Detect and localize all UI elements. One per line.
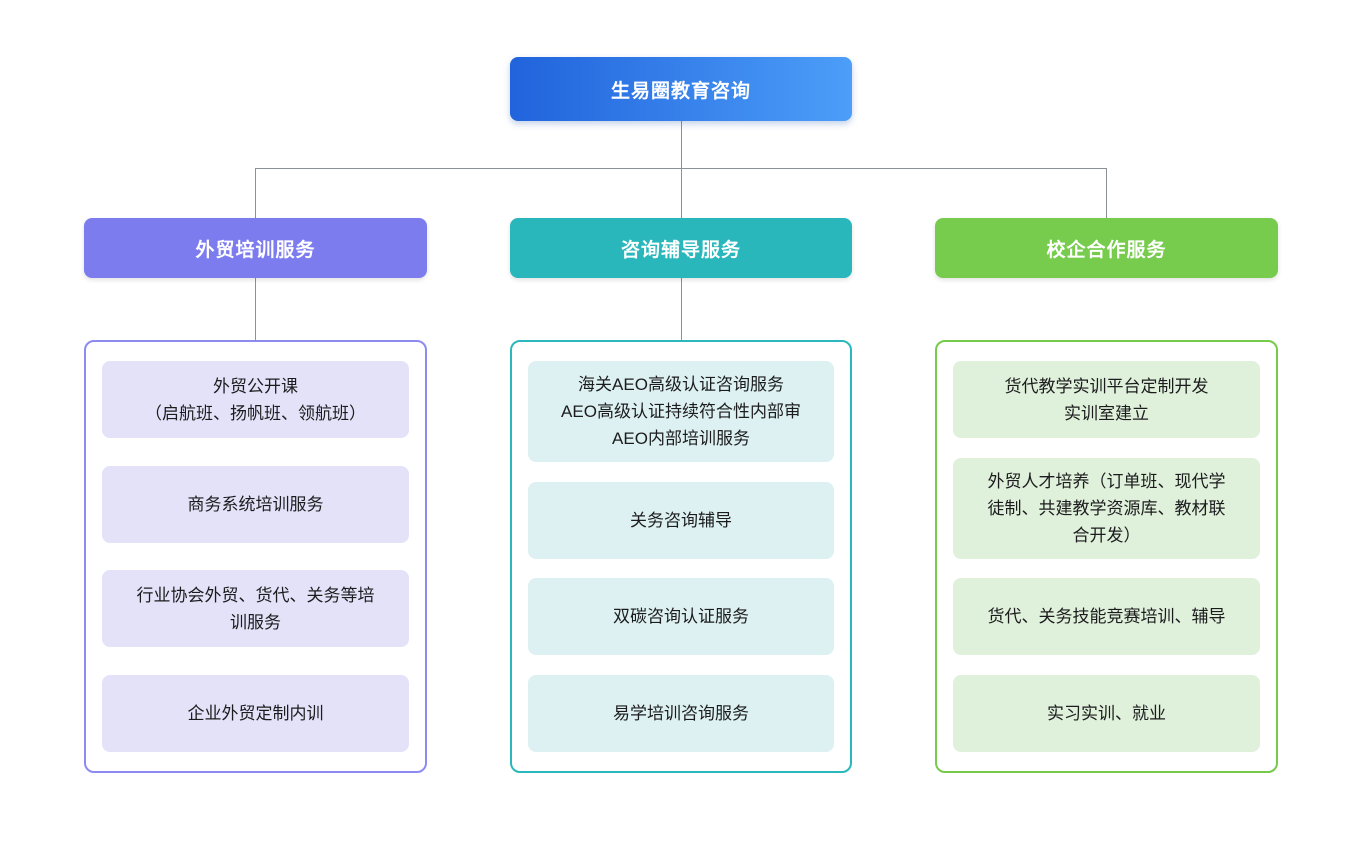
service-item: 实习实训、就业 [953, 674, 1260, 752]
service-item: 商务系统培训服务 [102, 465, 409, 543]
service-item: 易学培训咨询服务 [528, 674, 834, 752]
service-item: 行业协会外贸、货代、关务等培 训服务 [102, 570, 409, 648]
branch-group-trade-training: 外贸公开课 （启航班、扬帆班、领航班） 商务系统培训服务 行业协会外贸、货代、关… [84, 340, 427, 773]
connector-branch-trade [255, 278, 256, 340]
connector-branch-consulting [681, 278, 682, 340]
branch-header-school-enterprise: 校企合作服务 [935, 218, 1278, 278]
service-item: 货代教学实训平台定制开发 实训室建立 [953, 361, 1260, 438]
service-item: 货代、关务技能竞赛培训、辅导 [953, 578, 1260, 656]
service-item: 外贸公开课 （启航班、扬帆班、领航班） [102, 361, 409, 438]
service-item: 关务咨询辅导 [528, 481, 834, 559]
branch-header-consulting: 咨询辅导服务 [510, 218, 852, 278]
branch-group-school-enterprise: 货代教学实训平台定制开发 实训室建立 外贸人才培养（订单班、现代学 徒制、共建教… [935, 340, 1278, 773]
connector-drop-consulting [681, 168, 682, 218]
connector-drop-trade [255, 168, 256, 218]
service-item: 外贸人才培养（订单班、现代学 徒制、共建教学资源库、教材联 合开发） [953, 457, 1260, 559]
root-node: 生易圈教育咨询 [510, 57, 852, 121]
branch-group-consulting: 海关AEO高级认证咨询服务 AEO高级认证持续符合性内部审 AEO内部培训服务 … [510, 340, 852, 773]
connector-drop-school [1106, 168, 1107, 218]
service-item: 企业外贸定制内训 [102, 674, 409, 752]
connector-root-down [681, 121, 682, 168]
service-item: 双碳咨询认证服务 [528, 578, 834, 656]
service-item: 海关AEO高级认证咨询服务 AEO高级认证持续符合性内部审 AEO内部培训服务 [528, 361, 834, 462]
branch-header-trade-training: 外贸培训服务 [84, 218, 427, 278]
